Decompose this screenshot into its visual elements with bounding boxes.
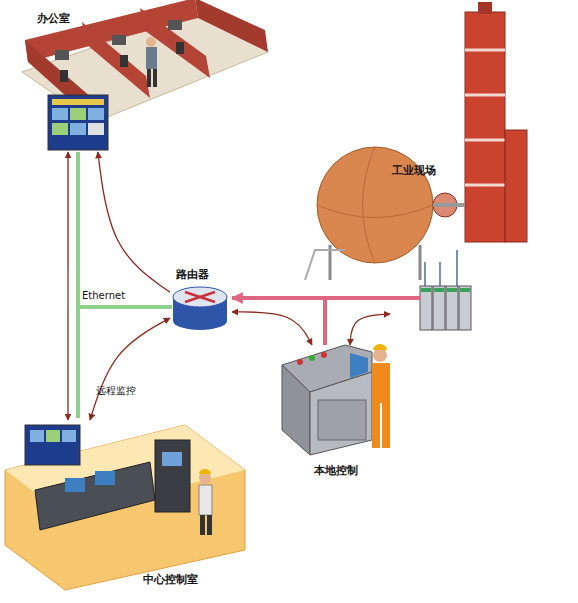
- node-label: 办公室: [37, 11, 70, 26]
- field-bus-arrow: [232, 296, 390, 300]
- ethernet-line: [78, 152, 172, 418]
- router-node: 路由器: [170, 265, 232, 333]
- terminal-illustration: [282, 344, 390, 455]
- node-label: 工业现场: [392, 163, 436, 178]
- local-control-node: 本地控制: [278, 345, 398, 480]
- office-illustration: [22, 0, 268, 150]
- control-room-node: 中心控制室: [5, 420, 250, 598]
- office-area: 办公室: [15, 5, 270, 152]
- data-flow-arrow: [350, 314, 390, 345]
- router-illustration: [173, 287, 227, 330]
- node-label: 中心控制室: [143, 572, 198, 587]
- plant-area: 工业现场: [390, 160, 480, 335]
- node-label: 路由器: [176, 267, 209, 282]
- line-label: Ethernet: [82, 290, 125, 301]
- data-flow-arrow: [90, 318, 170, 420]
- data-flow-arrow: [67, 152, 68, 420]
- data-flow-arrow: [98, 152, 170, 292]
- edge-label: 远程监控: [96, 384, 136, 398]
- plant-illustration: [305, 2, 527, 330]
- node-label: 本地控制: [314, 463, 358, 478]
- field-bus-line: [325, 298, 420, 345]
- data-flow-arrow: [232, 312, 312, 345]
- control-room-illustration: [5, 425, 245, 590]
